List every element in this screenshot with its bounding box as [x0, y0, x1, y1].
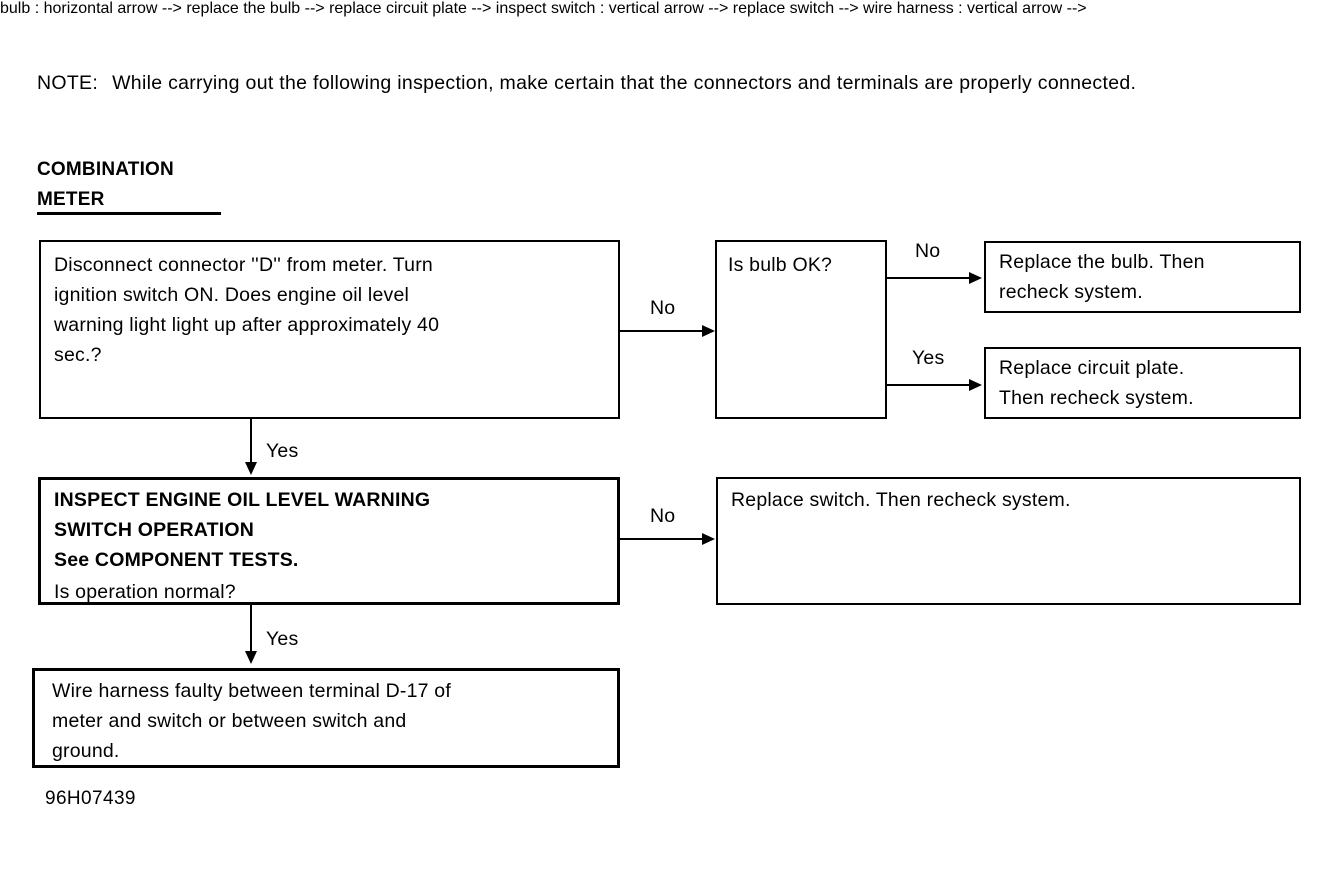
- edge-start-no-line: [620, 330, 704, 332]
- box-start-question: [39, 240, 620, 419]
- edge-inspect-no-arrowhead: [702, 533, 715, 545]
- edge-label-inspect-no: No: [650, 505, 676, 527]
- box-inspect-switch-plain-text: Is operation normal?: [54, 581, 236, 603]
- edge-label-bulb-yes: Yes: [912, 347, 945, 369]
- note-text: While carrying out the following inspect…: [112, 72, 1137, 94]
- edge-label-start-yes: Yes: [266, 440, 299, 462]
- box-replace-switch: [716, 477, 1301, 605]
- box-start-question-text: Disconnect connector ''D'' from meter. T…: [54, 254, 440, 366]
- edge-inspect-yes-arrowhead: [245, 651, 257, 664]
- edge-bulb-yes-arrowhead: [969, 379, 982, 391]
- edge-bulb-yes-line: [887, 384, 971, 386]
- section-heading-line-2: METER: [37, 189, 105, 210]
- note-label: NOTE:: [37, 72, 99, 94]
- box-is-bulb-ok-text: Is bulb OK?: [728, 254, 833, 276]
- edge-bulb-no-arrowhead: [969, 272, 982, 284]
- edge-start-no-arrowhead: [702, 325, 715, 337]
- edge-label-start-no: No: [650, 297, 676, 319]
- edge-label-bulb-no: No: [915, 240, 941, 262]
- edge-inspect-yes-line: [250, 605, 252, 653]
- box-wire-harness-faulty: [32, 668, 620, 768]
- edge-start-yes-line: [250, 419, 252, 465]
- box-wire-harness-faulty-text: Wire harness faulty between terminal D-1…: [52, 680, 451, 762]
- section-heading-underline: [37, 212, 221, 215]
- edge-label-inspect-yes: Yes: [266, 628, 299, 650]
- box-replace-switch-text: Replace switch. Then recheck system.: [731, 489, 1071, 511]
- section-heading-line-1: COMBINATION: [37, 159, 174, 180]
- edge-start-yes-arrowhead: [245, 462, 257, 475]
- box-inspect-switch-operation: [38, 477, 620, 605]
- box-is-bulb-ok: [715, 240, 887, 419]
- note-paragraph: NOTE: While carrying out the following in…: [37, 68, 1307, 99]
- edge-inspect-no-line: [620, 538, 704, 540]
- box-replace-circuit-plate: [984, 347, 1301, 419]
- footer-figure-code: 96H07439: [45, 788, 136, 809]
- edge-bulb-no-line: [887, 277, 971, 279]
- box-replace-bulb: [984, 241, 1301, 313]
- box-replace-bulb-text: Replace the bulb. Then recheck system.: [999, 251, 1205, 303]
- box-replace-circuit-plate-text: Replace circuit plate. Then recheck syst…: [999, 357, 1194, 409]
- section-heading: COMBINATION METER: [37, 155, 174, 215]
- box-inspect-switch-bold-text: INSPECT ENGINE OIL LEVEL WARNING SWITCH …: [54, 489, 431, 571]
